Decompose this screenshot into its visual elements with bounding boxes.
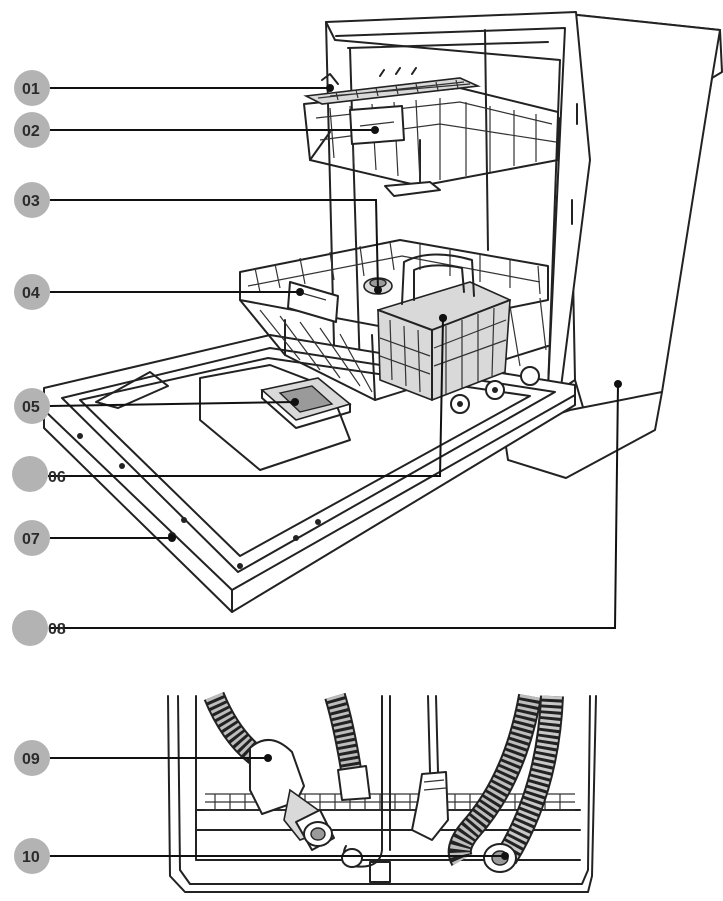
callout-badge — [14, 520, 50, 556]
cutlery-basket — [377, 253, 511, 401]
callout-02: 02 — [14, 112, 50, 148]
callout-badge — [12, 610, 48, 646]
callout-badge — [14, 838, 50, 874]
callout-badge — [12, 456, 48, 492]
callout-08: 08 — [12, 610, 66, 646]
callout-label: 10 — [22, 849, 40, 866]
callout-label: 03 — [22, 193, 40, 210]
cutlery-tray — [303, 67, 482, 105]
leader-lines — [48, 84, 622, 860]
upper-basket — [303, 87, 561, 197]
callout-01: 01 — [14, 70, 50, 106]
callout-badge — [14, 388, 50, 424]
callout-10: 10 — [14, 838, 50, 874]
callout-07: 07 — [14, 520, 50, 556]
detergent-dispenser — [260, 377, 352, 429]
dishwasher-illustration — [43, 11, 723, 613]
callout-badge — [14, 740, 50, 776]
callout-04: 04 — [14, 274, 50, 310]
lower-rack-tag — [287, 281, 339, 323]
callout-label: 09 — [22, 751, 40, 768]
power-cord — [411, 695, 449, 841]
callout-label: 01 — [22, 81, 40, 98]
callout-label: 06 — [48, 469, 66, 486]
callout-badge — [14, 70, 50, 106]
callout-label: 07 — [22, 531, 40, 548]
callout-badge — [14, 112, 50, 148]
callout-09: 09 — [14, 740, 50, 776]
basket-wheels — [450, 366, 540, 414]
callout-label: 05 — [22, 399, 40, 416]
upper-rack-tag — [349, 105, 405, 145]
callout-badge — [14, 274, 50, 310]
callout-label: 08 — [48, 621, 66, 638]
middle-hose — [324, 692, 391, 868]
callout-badge — [14, 182, 50, 218]
callout-06: 06 — [12, 456, 66, 492]
inlet-hose — [203, 691, 335, 851]
callout-label: 04 — [22, 285, 40, 302]
callout-label: 02 — [22, 123, 40, 140]
callout-03: 03 — [14, 182, 50, 218]
callout-05: 05 — [14, 388, 50, 424]
hoses-illustration — [167, 691, 597, 893]
drain-hose — [341, 693, 564, 873]
